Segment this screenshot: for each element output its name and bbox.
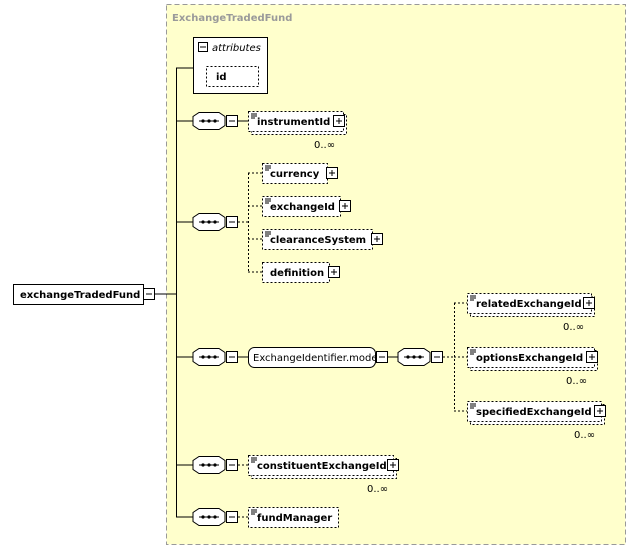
element-currency-label: currency xyxy=(270,169,320,180)
element-instrumentId-cardinality: 0..∞ xyxy=(314,140,335,151)
element-relatedExchangeId-label: relatedExchangeId xyxy=(476,299,582,310)
main-connectors xyxy=(155,67,193,518)
element-definition-label: definition xyxy=(270,268,324,279)
element-currency[interactable]: currency xyxy=(262,163,338,184)
element-instrumentId[interactable]: instrumentId 0..∞ xyxy=(248,111,347,152)
group-box xyxy=(166,4,626,545)
element-exchangeId[interactable]: exchangeId xyxy=(262,196,351,217)
element-optionsExchangeId-label: optionsExchangeId xyxy=(476,353,583,364)
group-ExchangeIdentifier-model[interactable]: ExchangeIdentifier.model xyxy=(248,347,399,368)
sequence-compositor xyxy=(192,348,248,366)
element-optionsExchangeId-cardinality: 0..∞ xyxy=(566,376,587,387)
element-clearanceSystem-label: clearanceSystem xyxy=(270,235,366,246)
element-constituentExchangeId-label: constituentExchangeId xyxy=(257,461,387,472)
element-specifiedExchangeId-label: specifiedExchangeId xyxy=(476,407,592,418)
element-specifiedExchangeId-cardinality: 0..∞ xyxy=(574,430,595,441)
sequence-compositor xyxy=(192,213,238,231)
element-relatedExchangeId[interactable]: relatedExchangeId 0..∞ xyxy=(467,293,595,334)
group-model-label: ExchangeIdentifier.model xyxy=(253,353,380,364)
sequence-2-connectors xyxy=(238,172,262,273)
element-instrumentId-label: instrumentId xyxy=(257,117,330,128)
group-title: ExchangeTradedFund xyxy=(172,13,292,24)
sequence-compositor xyxy=(192,456,248,474)
root-element[interactable]: exchangeTradedFund xyxy=(13,284,155,305)
element-fundManager[interactable]: fundManager xyxy=(248,507,339,528)
attributes-header: attributes xyxy=(212,43,261,54)
element-specifiedExchangeId[interactable]: specifiedExchangeId 0..∞ xyxy=(467,401,606,442)
element-constituentExchangeId[interactable]: constituentExchangeId 0..∞ xyxy=(248,455,399,496)
element-constituentExchangeId-cardinality: 0..∞ xyxy=(367,484,388,495)
attribute-id: id xyxy=(216,72,227,83)
sequence-compositor xyxy=(192,508,248,526)
element-definition[interactable]: definition xyxy=(262,262,340,283)
element-fundManager-label: fundManager xyxy=(257,513,332,524)
element-exchangeId-label: exchangeId xyxy=(270,202,335,213)
element-clearanceSystem[interactable]: clearanceSystem xyxy=(262,229,383,250)
element-optionsExchangeId[interactable]: optionsExchangeId 0..∞ xyxy=(467,347,598,388)
sequence-compositor xyxy=(397,348,443,366)
sequence-model-connectors xyxy=(443,302,467,412)
sequence-compositor xyxy=(192,112,248,130)
root-element-label: exchangeTradedFund xyxy=(20,290,140,301)
attributes-box: attributes id xyxy=(193,37,268,94)
element-relatedExchangeId-cardinality: 0..∞ xyxy=(563,322,584,333)
